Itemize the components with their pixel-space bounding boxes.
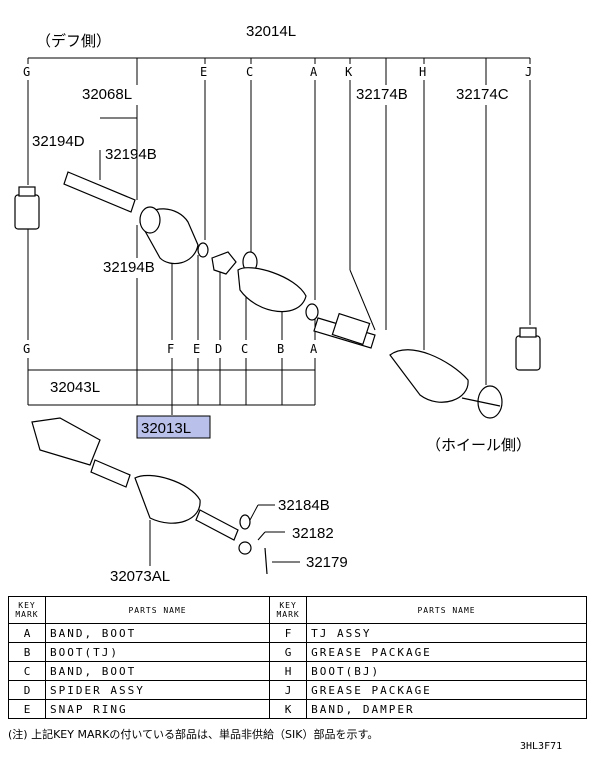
top-key-H: H (419, 65, 426, 79)
top-key-A: A (310, 65, 318, 79)
top-key-J: J (525, 65, 532, 79)
diff-side-label: （デフ側） (36, 32, 111, 50)
part-name-cell: SPIDER ASSY (44, 680, 271, 700)
key-cell: J (269, 680, 308, 700)
key-cell: F (269, 623, 308, 643)
wheel-side-label: （ホイール側） (426, 437, 531, 454)
part-32043L[interactable]: 32043L (50, 379, 100, 396)
table-row: A BAND, BOOT F TJ ASSY (8, 623, 587, 643)
part-32174B[interactable]: 32174B (356, 86, 408, 103)
header-key-mark-2: KEY MARK (269, 596, 308, 624)
part-32194D[interactable]: 32194D (32, 133, 85, 150)
part-32194B-mid[interactable]: 32194B (103, 259, 155, 276)
header-key-mark-1: KEY MARK (8, 596, 46, 624)
key-cell: A (8, 623, 46, 643)
part-32182[interactable]: 32182 (292, 525, 334, 542)
header-parts-name-1: PARTS NAME (44, 596, 271, 624)
top-key-C: C (246, 65, 253, 79)
part-name-cell: BAND, BOOT (44, 661, 271, 681)
top-key-E: E (200, 65, 207, 79)
parts-diagram: （デフ側） 32014L 32068L 32194D 32194B 32194B… (14, 23, 541, 585)
top-key-G: G (23, 65, 30, 79)
part-32184B[interactable]: 32184B (278, 497, 330, 514)
key-cell: E (8, 699, 46, 719)
part-name-cell: BOOT(TJ) (44, 642, 271, 662)
key-cell: D (8, 680, 46, 700)
part-32013L[interactable]: 32013L (141, 420, 191, 437)
part-name-cell: GREASE PACKAGE (306, 680, 587, 700)
top-key-K: K (345, 65, 353, 79)
part-name-cell: TJ ASSY (306, 623, 587, 643)
key-cell: C (8, 661, 46, 681)
upper-driveshaft-drawing (14, 171, 541, 419)
part-32014L[interactable]: 32014L (246, 23, 296, 40)
bottom-key-D: D (215, 342, 222, 356)
key-cell: B (8, 642, 46, 662)
key-cell: H (269, 661, 308, 681)
part-32179[interactable]: 32179 (306, 554, 348, 571)
table-row: D SPIDER ASSY J GREASE PACKAGE (8, 680, 587, 700)
part-name-cell: SNAP RING (44, 699, 271, 719)
footnote: (注) 上記KEY MARKの付いている部品は、単品非供給（SIK）部品を示す。 (8, 728, 379, 741)
leader-lines (27, 57, 531, 566)
bottom-key-C: C (241, 342, 248, 356)
highlight-32013L[interactable] (136, 415, 211, 439)
part-32194B-top[interactable]: 32194B (105, 146, 157, 163)
bottom-key-F: F (167, 342, 174, 356)
part-name-cell: GREASE PACKAGE (306, 642, 587, 662)
bottom-key-G: G (23, 342, 30, 356)
part-name-cell: BAND, DAMPER (306, 699, 587, 719)
table-header-row: KEY MARK PARTS NAME KEY MARK PARTS NAME (8, 596, 587, 624)
table-row: E SNAP RING K BAND, DAMPER (8, 699, 587, 719)
bottom-key-E: E (193, 342, 200, 356)
part-name-cell: BAND, BOOT (44, 623, 271, 643)
header-parts-name-2: PARTS NAME (306, 596, 587, 624)
part-32073AL[interactable]: 32073AL (110, 568, 170, 585)
part-name-cell: BOOT(BJ) (306, 661, 587, 681)
part-32174C[interactable]: 32174C (456, 86, 509, 103)
table-row: B BOOT(TJ) G GREASE PACKAGE (8, 642, 587, 662)
part-32068L[interactable]: 32068L (82, 86, 132, 103)
key-cell: K (269, 699, 308, 719)
bottom-key-A: A (310, 342, 318, 356)
lower-driveshaft-drawing (31, 417, 268, 575)
bottom-key-B: B (277, 342, 284, 356)
diagram-code: 3HL3F71 (520, 741, 563, 752)
parts-key-table: KEY MARK PARTS NAME KEY MARK PARTS NAME … (8, 596, 587, 719)
table-row: C BAND, BOOT H BOOT(BJ) (8, 661, 587, 681)
key-cell: G (269, 642, 308, 662)
